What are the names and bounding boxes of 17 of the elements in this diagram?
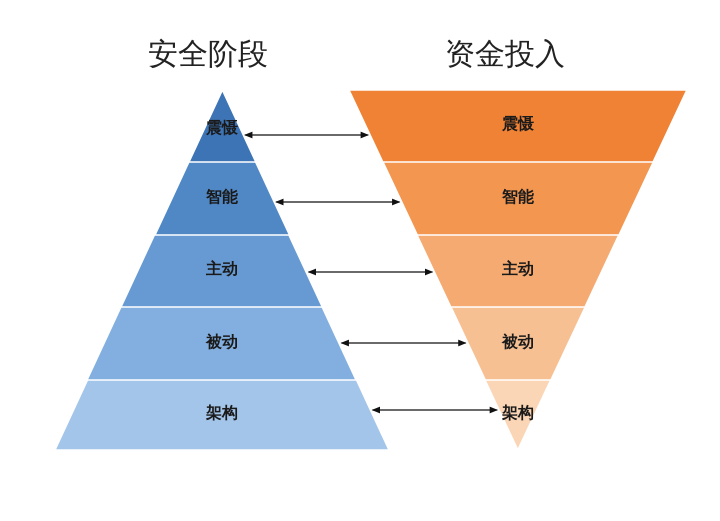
pyramid-band: 架构 (55, 380, 389, 450)
pyramid-band: 主动 (121, 235, 323, 307)
funnel-band: 震慑 (349, 90, 687, 162)
double-arrow (308, 268, 434, 276)
double-arrow (275, 198, 400, 206)
funnel-band: 被动 (450, 307, 586, 380)
pyramid-band: 智能 (154, 162, 290, 235)
double-arrow (372, 406, 498, 414)
pyramid-band: 震慑 (188, 90, 256, 162)
funnel-band: 智能 (382, 162, 654, 235)
heading: 安全阶段 (148, 36, 268, 74)
double-arrow (244, 132, 370, 138)
pyramid-band: 被动 (87, 307, 357, 380)
heading: 资金投入 (445, 36, 565, 74)
funnel-band: 主动 (417, 235, 619, 307)
double-arrow (340, 340, 467, 346)
funnel-band: 架构 (485, 380, 551, 450)
